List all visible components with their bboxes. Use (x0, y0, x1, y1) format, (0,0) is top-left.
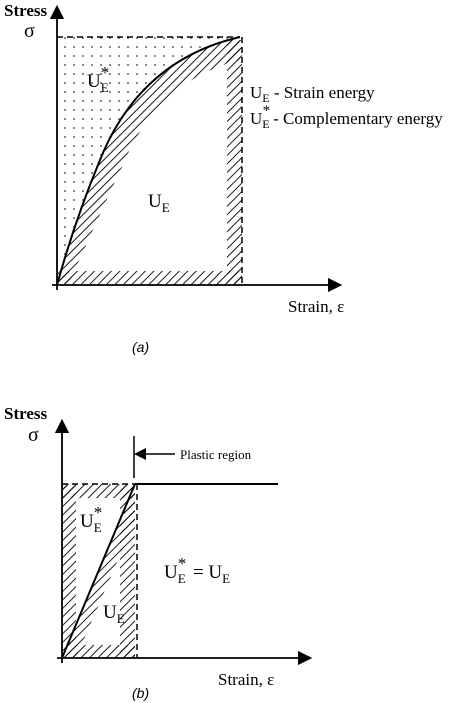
figure-a: Stress σ Strain, ε UE* UE UE - Strain en… (4, 1, 443, 355)
top-hatch-band-b (62, 484, 135, 498)
legend-complementary-energy: UE*- Complementary energy (250, 103, 443, 131)
inner-hatch-band-b (120, 484, 135, 658)
region-label-strain-a: UE (148, 191, 170, 215)
x-axis-label-a: Strain, ε (288, 297, 344, 316)
bottom-hatch-band-b (76, 645, 135, 658)
right-hatch-band-a (227, 40, 242, 285)
left-hatch-band-b (62, 484, 76, 658)
stress-strain-curve-a (56, 36, 241, 286)
caption-b: (b) (132, 685, 149, 701)
y-axis-symbol-a: σ (24, 20, 35, 42)
y-axis-symbol-b: σ (28, 424, 39, 446)
legend-strain-energy: UE - Strain energy (250, 83, 375, 105)
y-axis-label-a: Stress (4, 1, 48, 20)
bottom-hatch-band-a (57, 271, 242, 285)
y-axis-label-b: Stress (4, 404, 48, 423)
energy-equality-equation: UE* = UE (164, 554, 230, 586)
region-label-strain-b: UE (103, 602, 125, 626)
complementary-energy-region-a (57, 37, 240, 285)
region-label-complementary-b: UE* (80, 503, 102, 535)
figure-b: Plastic region Stress σ Strain, ε UE* UE… (4, 404, 313, 701)
plastic-region-label: Plastic region (180, 447, 252, 462)
x-axis-label-b: Strain, ε (218, 670, 274, 689)
region-label-complementary-a: UE* (87, 63, 109, 95)
elastic-line-b (61, 483, 136, 659)
caption-a: (a) (132, 339, 149, 355)
